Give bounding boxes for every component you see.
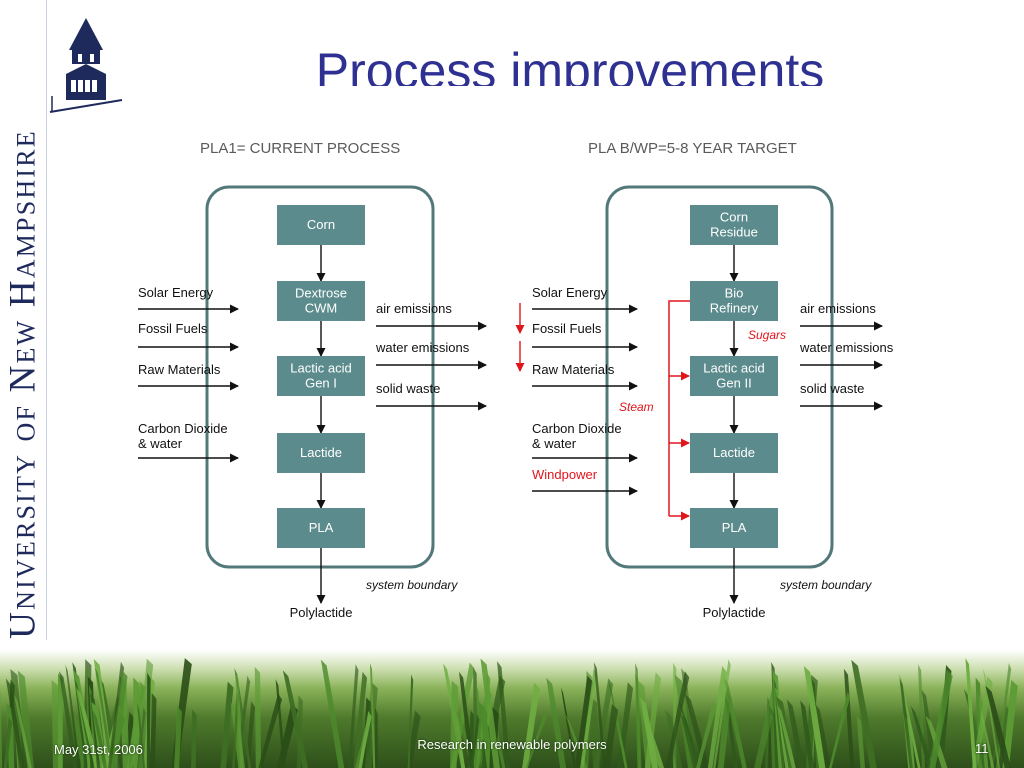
process-box xyxy=(690,205,778,245)
process-box xyxy=(277,356,365,396)
steam-line xyxy=(668,300,690,516)
university-name: University of New Hampshire xyxy=(2,129,44,639)
input-label: Solar Energy xyxy=(532,285,608,300)
input-label: Raw Materials xyxy=(532,362,615,377)
panel-header: PLA1= CURRENT PROCESS xyxy=(200,140,400,157)
input-label: Carbon Dioxide& water xyxy=(138,421,228,451)
steam-label: Steam xyxy=(619,400,654,414)
output-label: solid waste xyxy=(376,381,440,396)
process-box xyxy=(277,508,365,548)
process-box xyxy=(690,281,778,321)
footer-subtitle: Research in renewable polymers xyxy=(417,737,607,752)
system-boundary xyxy=(205,185,435,569)
cornfield-footer xyxy=(0,640,1024,768)
input-label: Solar Energy xyxy=(138,285,214,300)
output-label: solid waste xyxy=(800,381,864,396)
process-box xyxy=(690,356,778,396)
product-label: Polylactide xyxy=(703,605,766,620)
sugars-label: Sugars xyxy=(748,328,786,342)
footer-date: May 31st, 2006 xyxy=(54,742,143,757)
slide-title: Process improvements xyxy=(315,43,825,86)
input-label: Raw Materials xyxy=(138,362,221,377)
panel-header: PLA B/WP=5-8 YEAR TARGET xyxy=(588,140,797,157)
process-box xyxy=(277,433,365,473)
system-boundary xyxy=(605,185,834,569)
page-number: 11 xyxy=(975,741,989,756)
output-label: air emissions xyxy=(376,301,452,316)
boundary-label: system boundary xyxy=(366,578,458,592)
process-box-label: PLA xyxy=(309,520,334,535)
output-label: air emissions xyxy=(800,301,876,316)
input-label: Carbon Dioxide& water xyxy=(532,421,622,451)
cornfield-image xyxy=(0,658,1018,768)
product-label: Polylactide xyxy=(290,605,353,620)
university-logo-icon xyxy=(49,18,123,113)
process-box xyxy=(277,281,365,321)
input-label: Fossil Fuels xyxy=(532,321,602,336)
input-label: Fossil Fuels xyxy=(138,321,208,336)
output-label: water emissions xyxy=(375,340,470,355)
process-box-label: PLA xyxy=(722,520,747,535)
process-box xyxy=(277,205,365,245)
process-box xyxy=(690,433,778,473)
process-box-label: Lactide xyxy=(300,445,342,460)
process-box xyxy=(690,508,778,548)
output-label: water emissions xyxy=(799,340,894,355)
process-box-label: Corn xyxy=(307,217,335,232)
process-box-label: Lactide xyxy=(713,445,755,460)
windpower-label: Windpower xyxy=(532,467,598,482)
boundary-label: system boundary xyxy=(780,578,872,592)
